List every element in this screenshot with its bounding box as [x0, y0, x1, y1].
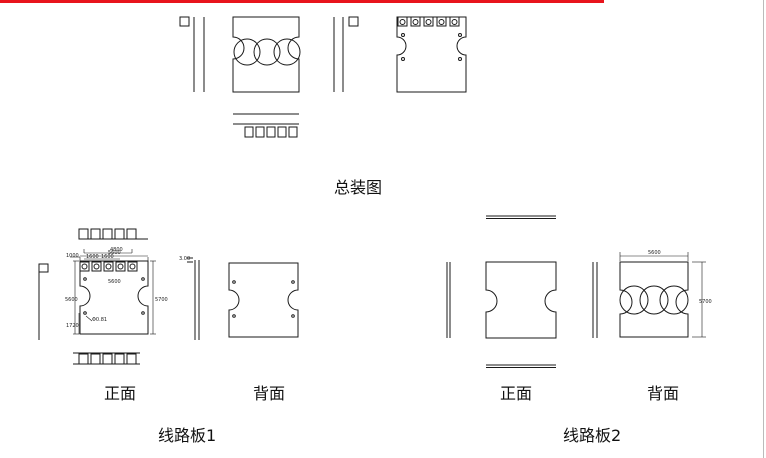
assembly-side-view-middle [333, 16, 359, 92]
board2-dimension-lines [619, 252, 706, 338]
board1-bottom-pins [73, 352, 140, 365]
board2-back-caption: 背面 [647, 384, 680, 403]
board1-back-board [228, 262, 299, 338]
dim-b1-left-height: 5600 [65, 297, 78, 303]
board1-top-pins [78, 228, 148, 240]
dimension-labels: 5600 4800 1600 1600 5600 1000 5600 5700 … [65, 247, 712, 329]
dim-b1-pitch-b: 1600 [101, 254, 114, 260]
board1-front-board [79, 260, 149, 335]
dim-b1-right-height: 5700 [155, 297, 168, 303]
board2-back-board [619, 261, 689, 338]
board1-dimension-lines [70, 249, 156, 335]
board2-front-caption: 正面 [500, 384, 533, 403]
dim-b1-top-width: 5600 [108, 250, 121, 256]
board1-title: 线路板1 [158, 426, 217, 445]
dim-b1-bottom-offset: 1720 [66, 323, 79, 329]
dim-b2-width: 5600 [648, 250, 661, 256]
dim-b1-hole: Φ0.81 [92, 317, 107, 323]
assembly-back-board [396, 16, 467, 93]
dim-b1-side-height: 3.00 [179, 256, 190, 262]
board1-side-tab [38, 263, 49, 340]
assembly-caption: 总装图 [334, 178, 383, 197]
dim-b1-inner-width: 4800 [110, 247, 123, 253]
assembly-bottom-view [233, 113, 299, 138]
board1-side-profile [187, 257, 200, 340]
assembly-front-board [232, 16, 301, 93]
board1-front-caption: 正面 [104, 384, 137, 403]
dim-b1-top-overall: 5600 [108, 279, 121, 285]
board2-front-board [485, 261, 557, 339]
board2-top-edge [486, 215, 556, 219]
assembly-side-view-left [179, 16, 205, 92]
board1-back-caption: 背面 [253, 384, 286, 403]
board2-right-profile [592, 262, 598, 338]
dim-b1-pin-height: 1000 [66, 253, 79, 259]
dim-b2-height: 5700 [699, 299, 712, 305]
board2-bottom-edge [486, 364, 556, 368]
board2-title: 线路板2 [563, 426, 622, 445]
board2-left-profile [446, 262, 451, 338]
dim-b1-pitch-a: 1600 [86, 254, 99, 260]
